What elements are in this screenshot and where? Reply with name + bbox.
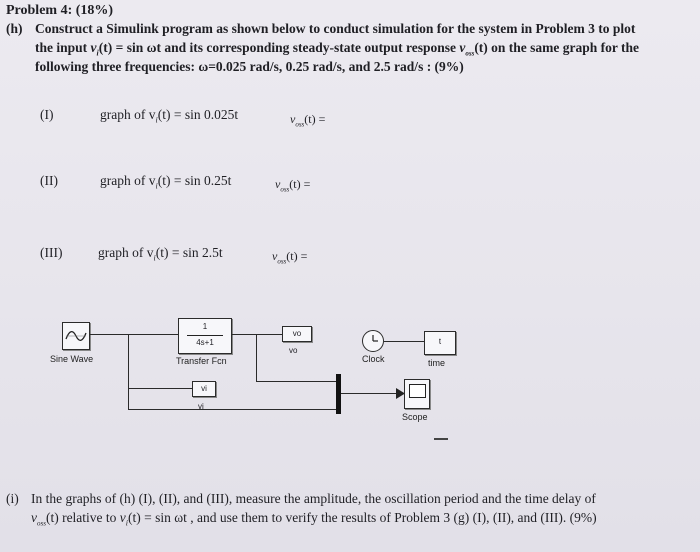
sine-wave-label: Sine Wave (50, 354, 94, 364)
wire-to-vi-tag (128, 388, 192, 390)
part-h-vo: v (459, 40, 466, 55)
clock-icon (372, 335, 378, 342)
graph-III-vo: voss(t) = (272, 247, 307, 270)
part-h-vi: v (90, 40, 97, 55)
wire-sine-to-tf (90, 334, 178, 336)
time-to-workspace-block[interactable]: t (424, 331, 456, 355)
wire-mux-to-scope (341, 393, 405, 395)
transfer-fcn-block[interactable]: 1 4s+1 (178, 318, 232, 354)
graph-II-vo: voss(t) = (275, 175, 310, 198)
part-h-line2-b: (t) = sin ωt and its corresponding stead… (98, 40, 456, 55)
graph-II-sub: i (155, 181, 158, 191)
part-i-vo-sub: oss (37, 519, 46, 528)
graph-I-vo-rest: (t) = (304, 112, 326, 126)
clock-block[interactable] (362, 330, 384, 352)
mux-block[interactable] (336, 374, 341, 414)
arrow-head-icon (396, 388, 405, 399)
scope-label: Scope (402, 412, 428, 422)
sine-wave-icon (65, 331, 87, 341)
wire-clock-to-time (384, 341, 424, 343)
tf-fraction-bar (187, 335, 223, 336)
part-i-vi-sub: i (125, 518, 129, 528)
part-h-vo-sub: oss (465, 49, 475, 58)
vi-goto-tag[interactable]: vi (192, 381, 216, 397)
part-h-line1: Construct a Simulink program as shown be… (35, 21, 636, 36)
part-h-line3: following three frequencies: ω=0.025 rad… (35, 59, 464, 74)
vo-wire-label: vo (289, 346, 298, 355)
graph-II-label: graph of v (100, 173, 156, 188)
part-i-vo: v (31, 510, 37, 525)
part-h-line2-a: the input (35, 40, 88, 55)
part-h-vi-sub: i (96, 48, 99, 58)
problem-header: Problem 4: (18%) (6, 3, 114, 18)
graph-II-vo-rest: (t) = (289, 177, 311, 191)
vi-wire-label: vi (198, 402, 204, 411)
graph-I-vo-sub: oss (295, 120, 305, 129)
graph-III-text: graph of vi(t) = sin 2.5t (98, 244, 223, 268)
graph-II-num: (II) (40, 173, 58, 188)
graph-I-rest: (t) = sin 0.025t (157, 107, 239, 122)
part-i-line1: In the graphs of (h) (I), (II), and (III… (31, 491, 596, 506)
graph-I-num: (I) (40, 107, 54, 122)
vo-goto-text: vo (292, 329, 302, 338)
scope-block[interactable] (404, 379, 430, 409)
tf-denominator: 4s+1 (196, 338, 214, 347)
wire-vi-to-mux (128, 409, 336, 411)
graph-II-vo-sub: oss (280, 185, 290, 194)
graph-III-vo-rest: (t) = (286, 249, 308, 263)
graph-III-vo-v: v (272, 249, 278, 263)
part-i-label: (i) (6, 491, 19, 506)
vo-goto-tag[interactable]: vo (282, 326, 312, 342)
graph-III-vo-sub: oss (277, 257, 287, 266)
time-tag-text: t (438, 337, 442, 346)
graph-II-rest: (t) = sin 0.25t (157, 173, 232, 188)
graph-I-label: graph of v (100, 107, 156, 122)
transfer-fcn-label: Transfer Fcn (176, 356, 227, 366)
vi-goto-text: vi (201, 384, 207, 393)
tf-numerator: 1 (202, 322, 208, 331)
graph-II-vo-v: v (275, 177, 281, 191)
part-h-line2: the input vi(t) = sin ωt and its corresp… (35, 39, 639, 63)
graph-III-sub: i (153, 253, 156, 263)
part-h-line2-c: (t) on the same graph for the (474, 40, 640, 55)
part-h-label: (h) (6, 21, 23, 36)
graph-III-num: (III) (40, 245, 63, 260)
part-i-vi: v (119, 510, 126, 525)
wire-branch-vi (128, 334, 130, 410)
graph-I-vo: voss(t) = (290, 110, 325, 133)
part-i-line2-b: (t) = sin ωt , and use them to verify th… (128, 510, 597, 525)
wire-branch-vo (256, 334, 258, 382)
graph-I-vo-v: v (290, 112, 296, 126)
dash-mark (434, 438, 448, 440)
clock-label: Clock (362, 354, 385, 364)
time-label: time (428, 358, 446, 368)
graph-II-text: graph of vi(t) = sin 0.25t (100, 172, 231, 196)
graph-I-sub: i (155, 115, 158, 125)
graph-III-label: graph of v (98, 245, 154, 260)
part-i-line2-a: (t) relative to (45, 510, 117, 525)
graph-III-rest: (t) = sin 2.5t (155, 245, 223, 260)
scope-screen-icon (409, 384, 426, 398)
sine-wave-block[interactable] (62, 322, 90, 350)
graph-I-text: graph of vi(t) = sin 0.025t (100, 106, 238, 130)
wire-vo-to-mux (256, 381, 336, 383)
part-i-line2: voss(t) relative to vi(t) = sin ωt , and… (31, 509, 597, 533)
